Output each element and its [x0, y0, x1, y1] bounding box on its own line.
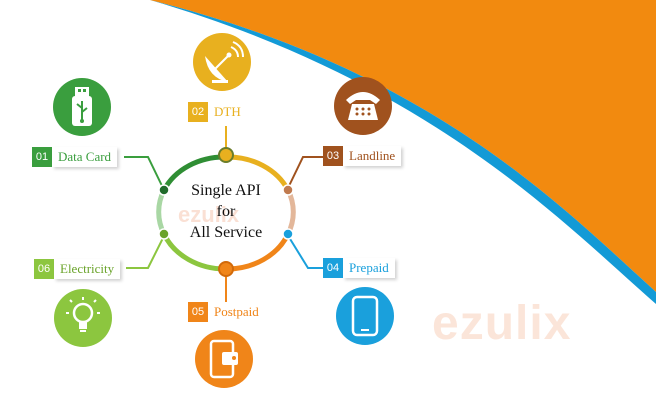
center-watermark: ezulix	[178, 202, 240, 227]
label-text: Electricity	[54, 259, 121, 279]
ring-node-data-card	[158, 184, 170, 196]
label-postpaid: 05 Postpaid	[188, 302, 265, 322]
center-title-line-1: Single API	[191, 182, 261, 199]
ring-node-postpaid	[218, 261, 234, 277]
label-number: 05	[188, 302, 208, 322]
ring-segment-orange	[223, 231, 291, 272]
ring-segment-green	[161, 154, 229, 193]
ring-segment-brown	[285, 187, 296, 237]
telephone-icon	[334, 77, 392, 135]
label-landline: 03 Landline	[323, 146, 402, 166]
center-title: Single API for All Service	[176, 180, 276, 243]
center-title-line-2: for	[216, 203, 236, 220]
label-text: Data Card	[52, 147, 118, 167]
light-bulb-icon	[54, 289, 112, 347]
label-text: DTH	[208, 102, 247, 122]
ring-node-electricity	[158, 228, 170, 240]
label-text: Landline	[343, 146, 402, 166]
connector-landline	[287, 156, 323, 189]
ring-segment-lightgreen	[156, 187, 167, 237]
ring-segment-lime	[161, 231, 229, 272]
ring-node-dth	[218, 147, 234, 163]
label-number: 06	[34, 259, 54, 279]
ring-node-prepaid	[282, 228, 294, 240]
label-text: Prepaid	[343, 258, 395, 278]
satellite-dish-icon	[193, 33, 251, 91]
label-electricity: 06 Electricity	[34, 259, 121, 279]
label-number: 04	[323, 258, 343, 278]
label-dth: 02 DTH	[188, 102, 247, 122]
brand-watermark: ezulix	[432, 297, 572, 350]
mobile-phone-icon	[336, 287, 394, 345]
connector-data-card	[124, 156, 165, 191]
label-data-card: 01 Data Card	[32, 147, 118, 167]
mobile-wallet-icon	[195, 330, 253, 388]
label-number: 01	[32, 147, 52, 167]
label-prepaid: 04 Prepaid	[323, 258, 395, 278]
label-number: 02	[188, 102, 208, 122]
center-title-line-3: All Service	[189, 224, 263, 241]
usb-drive-icon	[53, 78, 111, 136]
connector-prepaid	[286, 233, 323, 269]
orange-background-band	[150, 0, 656, 292]
label-text: Postpaid	[208, 302, 265, 322]
ring-node-landline	[282, 184, 294, 196]
ring-segment-yellow	[223, 154, 291, 193]
connector-electricity	[126, 235, 165, 269]
label-number: 03	[323, 146, 343, 166]
